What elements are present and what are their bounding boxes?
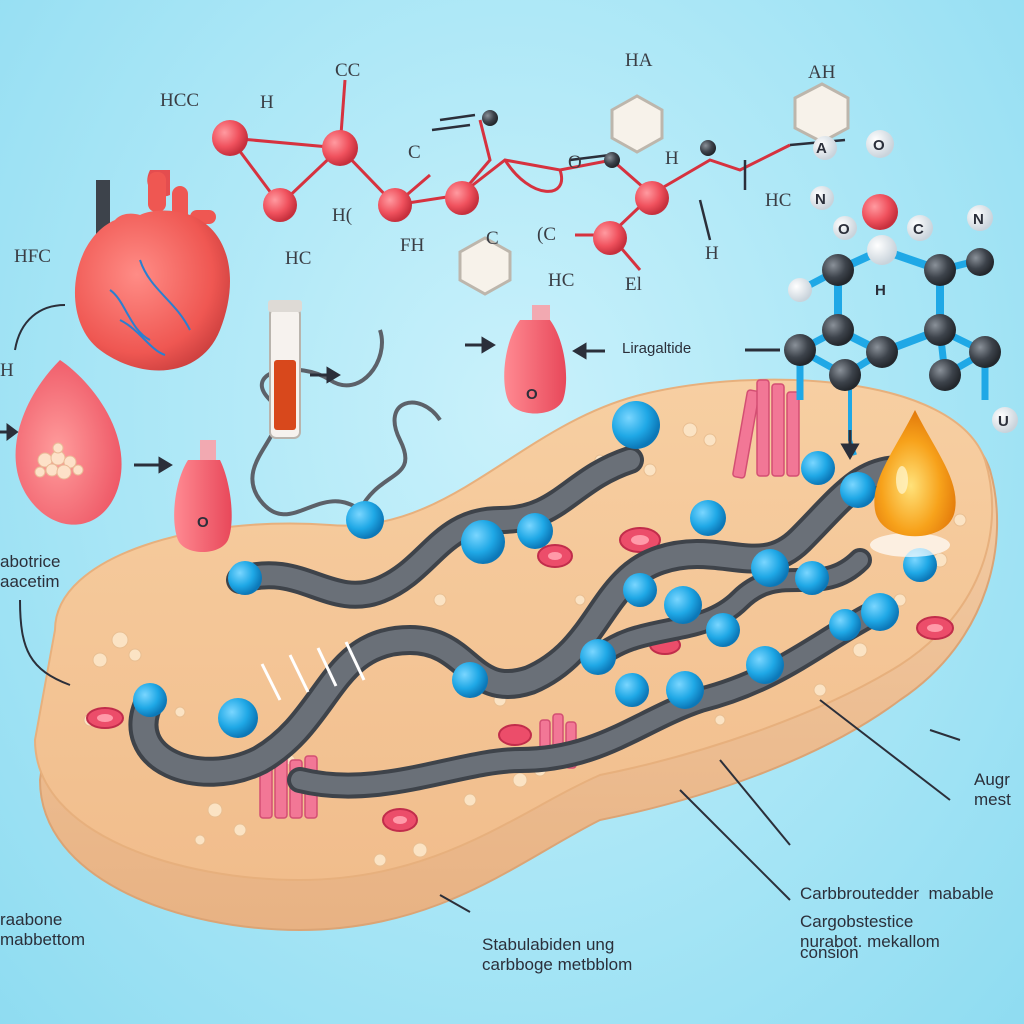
pink-droplet-organ bbox=[15, 360, 122, 525]
blue-atom-nodes bbox=[133, 401, 937, 738]
red-atom bbox=[635, 181, 669, 215]
blue-node bbox=[612, 401, 660, 449]
ladder-rungs bbox=[260, 641, 366, 701]
callout-left-bottom: raabone mabbettom bbox=[0, 910, 85, 949]
callout-bottom-center: Stabulabiden ung carbboge metbblom bbox=[482, 935, 632, 974]
chem-label-hcc: HCC bbox=[160, 90, 200, 111]
blue-node bbox=[517, 513, 553, 549]
chem-label-h-under: H bbox=[705, 243, 719, 264]
blue-node bbox=[623, 573, 657, 607]
chem-label-hc-under: HC bbox=[548, 270, 575, 291]
chem-label-c-lower: C bbox=[486, 228, 499, 249]
atom-label-o-small: O bbox=[838, 221, 850, 238]
blue-node bbox=[615, 673, 649, 707]
chem-label-h-paren: H( bbox=[332, 205, 353, 226]
atom-label-a: A bbox=[816, 140, 827, 157]
callout-bottom-center-line1: Stabulabiden ung bbox=[482, 935, 615, 954]
blue-node bbox=[861, 593, 899, 631]
blue-node bbox=[801, 451, 835, 485]
flask-lower-o: O bbox=[197, 514, 209, 531]
heart-illustration bbox=[74, 170, 230, 371]
chem-label-h-left: H bbox=[0, 360, 14, 381]
small-gray-atoms bbox=[482, 110, 716, 168]
callout-right-mid-line1: Carbbroutedder mabable bbox=[800, 884, 994, 904]
callout-right-bottom-line2: nurabot. mekallom bbox=[800, 931, 940, 951]
blue-node bbox=[664, 586, 702, 624]
process-arrows bbox=[0, 336, 860, 474]
chem-label-ha: HA bbox=[625, 50, 653, 71]
pink-flask-lower bbox=[174, 440, 232, 552]
atom-label-n-right: N bbox=[973, 211, 984, 228]
atom-label-o: O bbox=[873, 137, 885, 154]
callout-right-bottom: Cargobstestice nurabot. mekallom bbox=[800, 912, 940, 951]
blue-node bbox=[751, 549, 789, 587]
chem-label-el: El bbox=[625, 274, 642, 295]
blue-node bbox=[829, 609, 861, 641]
callout-liragaltide: Liragaltide bbox=[622, 340, 692, 357]
chem-label-hc-lower: HC bbox=[285, 248, 312, 269]
callout-left-mid: abotrice aacetim bbox=[0, 552, 60, 591]
red-atom bbox=[263, 188, 297, 222]
molecule-atom-letters: A O N C O N H U bbox=[815, 137, 1009, 430]
flask-letters: O O bbox=[197, 386, 538, 531]
chemical-structure-top bbox=[228, 79, 791, 271]
test-tube bbox=[268, 300, 302, 439]
blue-node bbox=[580, 639, 616, 675]
blue-node bbox=[133, 683, 167, 717]
callout-left-mid-line2: aacetim bbox=[0, 571, 60, 591]
chem-label-c-paren: (C bbox=[537, 224, 556, 245]
atom-label-n: N bbox=[815, 191, 826, 208]
right-molecule bbox=[784, 130, 1018, 456]
chem-label-c-mid: C bbox=[408, 142, 421, 163]
blue-node bbox=[840, 472, 876, 508]
red-atom bbox=[593, 221, 627, 255]
atom-label-h: H bbox=[875, 282, 886, 299]
blue-node bbox=[706, 613, 740, 647]
callout-left-bottom-line1: raabone bbox=[0, 910, 63, 929]
chem-label-h-ring: H bbox=[260, 92, 274, 113]
pink-flask-upper bbox=[504, 305, 567, 414]
orange-droplet bbox=[870, 410, 956, 557]
callout-left-mid-line1: abotrice bbox=[0, 552, 61, 571]
blue-node bbox=[218, 698, 258, 738]
chem-label-ah: AH bbox=[808, 62, 836, 83]
blue-node bbox=[452, 662, 488, 698]
callout-right-mid: Carbbroutedder mabable consion bbox=[800, 845, 994, 982]
chem-label-hc-right: HC bbox=[765, 190, 792, 211]
cell-highlights bbox=[97, 535, 943, 824]
blue-node bbox=[461, 520, 505, 564]
polymer-chain bbox=[128, 446, 915, 799]
blue-node bbox=[666, 671, 704, 709]
flask-upper-o: O bbox=[526, 386, 538, 403]
callout-right-bottom-line1: Cargobstestice bbox=[800, 912, 914, 931]
benzene-rings bbox=[458, 82, 850, 296]
chem-label-cc: CC bbox=[335, 60, 361, 81]
red-atom bbox=[445, 181, 479, 215]
chem-label-h-mid: H bbox=[665, 148, 679, 169]
blue-node bbox=[746, 646, 784, 684]
blue-node bbox=[690, 500, 726, 536]
callout-leader-lines bbox=[14, 304, 961, 913]
atom-label-u: U bbox=[998, 413, 1009, 430]
red-atom bbox=[212, 120, 248, 156]
blue-node bbox=[795, 561, 829, 595]
red-atoms bbox=[212, 120, 669, 255]
callout-far-right: Augr mest bbox=[974, 770, 1011, 809]
red-atom bbox=[378, 188, 412, 222]
red-atom bbox=[322, 130, 358, 166]
chem-label-o-mid: O bbox=[568, 152, 582, 173]
chem-label-fh: FH bbox=[400, 235, 425, 256]
callout-right-mid-line2: consion bbox=[800, 942, 859, 962]
callout-left-bottom-line2: mabbettom bbox=[0, 929, 86, 949]
callout-far-right-line1: Augr bbox=[974, 770, 1010, 789]
chem-label-hfc: HFC bbox=[14, 246, 51, 267]
blue-node bbox=[346, 501, 384, 539]
callout-far-right-line2: mest bbox=[974, 789, 1011, 809]
atom-label-c: C bbox=[913, 221, 924, 238]
blue-node bbox=[228, 561, 262, 595]
callout-bottom-center-line2: carbboge metbblom bbox=[482, 954, 633, 974]
